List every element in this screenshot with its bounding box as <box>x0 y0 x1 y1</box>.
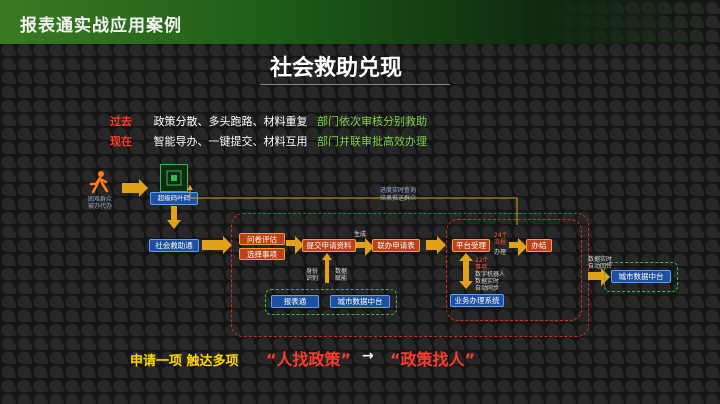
now-text: 智能导办、一键提交、材料互用 <box>153 135 308 148</box>
select-box: 选择事项 <box>239 248 285 260</box>
down-arrow-icon <box>167 206 181 229</box>
past-row: 过去 政策分散、多头跑路、材料重复 部门依次审核分别救助 <box>110 113 427 129</box>
arrow-person-to-code <box>122 179 148 197</box>
city-data-right-box: 城市数据中台 <box>611 270 671 283</box>
arrow-joint-to-platform <box>426 236 446 254</box>
city-data-box: 城市数据中台 <box>330 295 390 308</box>
help-link-box: 社会救助通 <box>149 239 199 252</box>
feedback-line <box>187 185 518 225</box>
arrow-to-city-data <box>588 268 610 286</box>
arrow-help-to-process <box>202 236 232 254</box>
hours24-label: 24个 流程 <box>494 232 508 246</box>
now-result: 部门并联审批高效办理 <box>317 135 427 148</box>
realtime-label: 数据实时 自动回传 <box>588 256 613 270</box>
now-label: 现在 <box>110 135 132 148</box>
qr-code-icon <box>160 164 188 192</box>
city-data-right-region <box>604 262 678 292</box>
footer-arrow: → <box>362 348 374 364</box>
survey-box: 问卷评估 <box>239 233 285 245</box>
arrow-survey-to-submit <box>286 236 304 254</box>
arrow-submit-to-joint <box>356 238 374 256</box>
past-result: 部门依次审核分别救助 <box>317 115 427 128</box>
header-bar <box>0 0 720 44</box>
page-header-title: 报表通实战应用案例 <box>20 16 182 36</box>
generate-label: 生成 <box>354 231 367 238</box>
slide-title: 社会救助兑现 <box>270 56 403 81</box>
now-row: 现在 智能导办、一键提交、材料互用 部门并联审批高效办理 <box>110 133 427 149</box>
joint-box: 联办申请表 <box>372 239 420 252</box>
data-share-label: 数据 赋能 <box>335 268 348 282</box>
footer-quote1: “人找政策” <box>266 350 352 369</box>
up-arrow-icon <box>322 253 332 283</box>
submit-box: 提交申请资料 <box>302 239 356 252</box>
arrow-platform-to-done <box>509 238 527 256</box>
biz-system-box: 业务办理系统 <box>450 294 504 307</box>
progress-line1: 进度实时查询 <box>380 187 417 194</box>
platform-box: 平台受理 <box>452 239 490 252</box>
data-source-region <box>265 289 397 315</box>
footer-quote2: “政策找人” <box>390 350 476 369</box>
footer-left: 申请一项 触达多项 <box>130 354 239 369</box>
identity-label: 身份 识别 <box>306 268 319 282</box>
hours22-label: 22个 事项 <box>475 257 489 271</box>
sync-text: 数字机器人 数据实时 自动同步 <box>475 271 506 292</box>
done-box: 办结 <box>526 239 552 252</box>
progress-line2: 结果推送群众 <box>380 195 417 202</box>
updown-arrow-icon <box>459 253 473 289</box>
past-label: 过去 <box>110 115 132 128</box>
running-person-icon <box>89 171 109 194</box>
baobiaotong-box: 报表通 <box>271 295 319 308</box>
platform-region <box>446 219 582 321</box>
done-sub-label: 办理 <box>494 249 507 256</box>
code-label: 超级码叶码 <box>150 192 198 205</box>
person-label: 困难群众 被办代办 <box>87 196 112 210</box>
past-text: 政策分散、多头跑路、材料重复 <box>153 115 308 128</box>
title-underline <box>260 84 450 85</box>
